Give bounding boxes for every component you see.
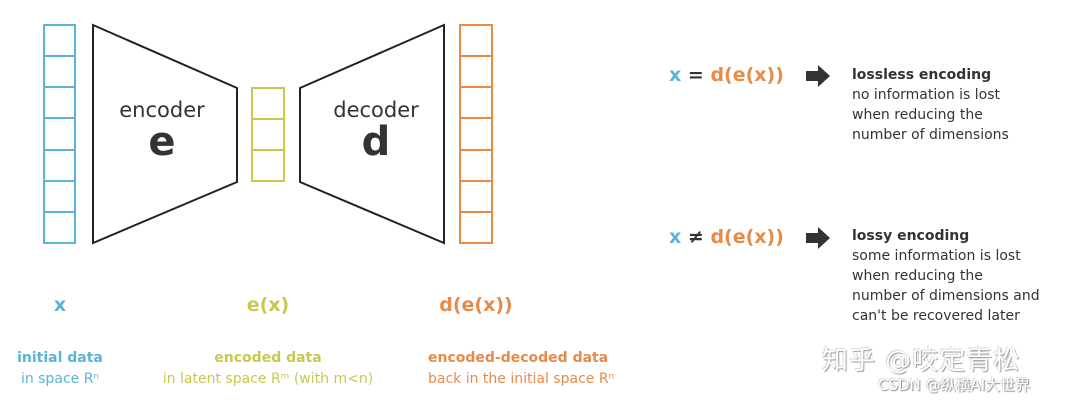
input-variable: x xyxy=(53,294,67,316)
output-vector xyxy=(459,24,493,244)
input-caption-title: initial data xyxy=(17,350,103,366)
latent-caption-subtitle: in latent space Rᵐ (with m<n) xyxy=(162,371,374,387)
decoder-shape xyxy=(299,23,445,245)
lossless-line: number of dimensions xyxy=(852,127,1009,143)
lossy-lhs: x xyxy=(669,226,682,248)
lossless-equation: x = d(e(x)) xyxy=(669,64,784,86)
lossy-line: can't be recovered later xyxy=(852,308,1020,324)
latent-vector xyxy=(251,87,285,182)
lossless-lhs: x xyxy=(669,64,682,86)
arrow-right-icon xyxy=(806,65,830,87)
output-caption-subtitle: back in the initial space Rⁿ xyxy=(428,371,615,387)
lossless-operator: = xyxy=(687,64,704,86)
latent-caption: encoded data in latent space Rᵐ (with m<… xyxy=(148,348,388,390)
input-vector xyxy=(43,24,76,244)
decoder-label: decoder d xyxy=(322,98,430,162)
input-caption-subtitle: in space Rⁿ xyxy=(20,371,100,387)
csdn-watermark: CSDN @纵横AI大世界 xyxy=(878,376,1031,394)
lossy-line: number of dimensions and xyxy=(852,288,1040,304)
encoder-word: encoder xyxy=(119,98,205,122)
lossy-equation: x ≠ d(e(x)) xyxy=(669,226,784,248)
encoder-label: encoder e xyxy=(108,98,216,162)
output-variable: d(e(x)) xyxy=(439,294,513,316)
encoder-symbol: e xyxy=(148,119,176,165)
lossy-operator: ≠ xyxy=(687,226,704,248)
input-caption: initial data in space Rⁿ xyxy=(0,348,120,390)
output-caption: encoded-decoded data back in the initial… xyxy=(428,348,632,390)
lossy-rhs: d(e(x)) xyxy=(710,226,784,248)
decoder-word: decoder xyxy=(333,98,419,122)
lossy-line: when reducing the xyxy=(852,268,983,284)
latent-caption-title: encoded data xyxy=(214,350,322,366)
lossy-title: lossy encoding xyxy=(852,228,970,244)
decoder-symbol: d xyxy=(361,119,391,165)
lossless-description: lossless encoding no information is lost… xyxy=(852,65,1009,145)
lossless-title: lossless encoding xyxy=(852,67,992,83)
output-caption-title: encoded-decoded data xyxy=(428,350,609,366)
lossless-line: no information is lost xyxy=(852,87,1001,103)
latent-variable: e(x) xyxy=(246,294,290,316)
encoder-shape xyxy=(92,23,238,245)
lossy-line: some information is lost xyxy=(852,248,1021,264)
arrow-right-icon xyxy=(806,227,830,249)
lossless-rhs: d(e(x)) xyxy=(710,64,784,86)
lossless-line: when reducing the xyxy=(852,107,983,123)
zhihu-watermark: 知乎 @咬定青松 xyxy=(822,346,1021,376)
lossy-description: lossy encoding some information is lost … xyxy=(852,226,1040,326)
